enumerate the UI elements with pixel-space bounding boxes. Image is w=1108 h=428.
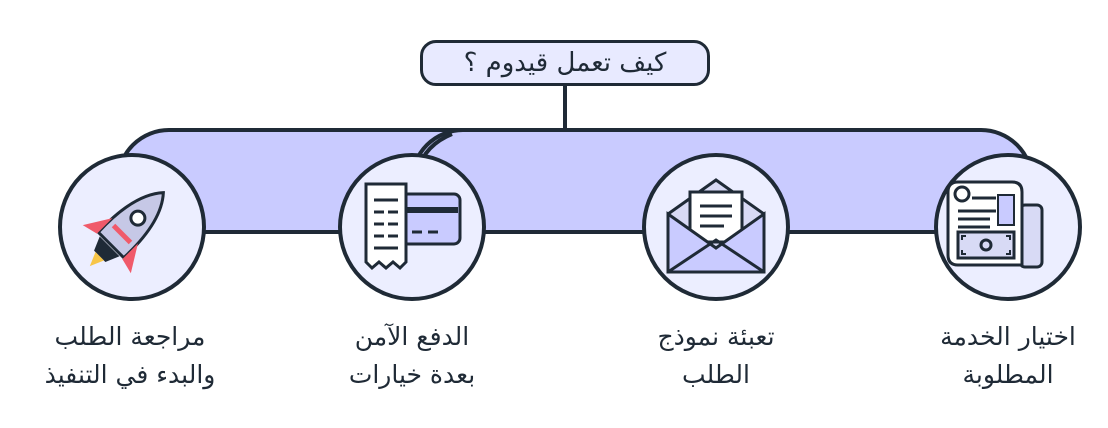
title-text: كيف تعمل قيدوم ؟ xyxy=(463,48,667,78)
step-3-line-2: بعدة خيارات xyxy=(348,360,476,389)
diagram-title: كيف تعمل قيدوم ؟ xyxy=(420,40,710,86)
step-1-line-2: المطلوبة xyxy=(962,360,1054,389)
step-2-line-1: تعبئة نموذج xyxy=(657,322,775,351)
step-4-line-2: والبدء في التنفيذ xyxy=(44,360,216,389)
step-label-1: اختيار الخدمة المطلوبة xyxy=(898,318,1108,394)
receipt-card-icon xyxy=(364,182,462,271)
step-2-line-2: الطلب xyxy=(682,360,750,389)
step-1-line-1: اختيار الخدمة xyxy=(940,322,1076,351)
step-label-4: مراجعة الطلب والبدء في التنفيذ xyxy=(10,318,250,394)
step-4-line-1: مراجعة الطلب xyxy=(54,322,206,351)
newspaper-icon xyxy=(946,180,1044,269)
step-3-line-1: الدفع الآمن xyxy=(354,322,470,351)
envelope-letter-icon xyxy=(666,178,766,274)
step-label-2: تعبئة نموذج الطلب xyxy=(606,318,826,394)
step-label-3: الدفع الآمن بعدة خيارات xyxy=(302,318,522,394)
rocket-icon xyxy=(82,191,165,274)
